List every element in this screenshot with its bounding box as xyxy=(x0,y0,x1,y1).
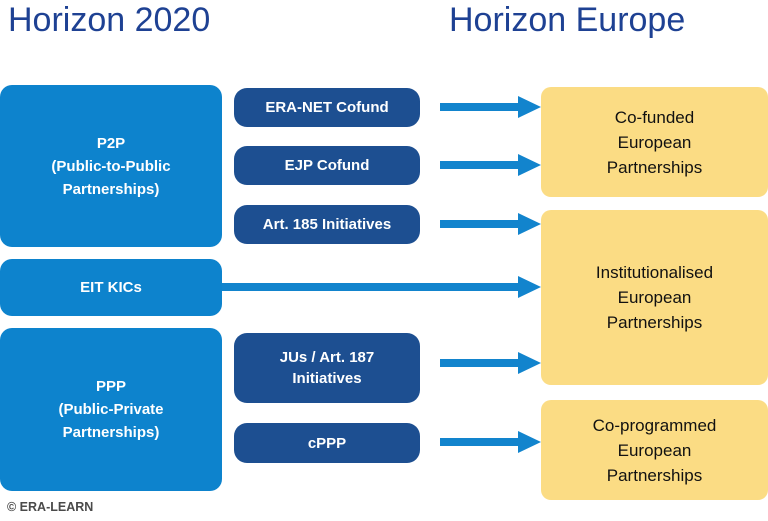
box-ejp-cofund-label: EJP Cofund xyxy=(284,157,370,174)
box-co-programmed-european-partnerships-label: Co-programmed European Partnerships xyxy=(592,415,717,485)
heading-horizon-europe: Horizon Europe xyxy=(449,1,686,39)
box-jus-art-187-initiatives-label: JUs / Art. 187 Initiatives xyxy=(279,349,375,387)
arrow-art185-to-institutionalised xyxy=(440,213,541,235)
box-eit-kics-label: EIT KICs xyxy=(80,279,142,296)
box-eit-kics[interactable]: EIT KICs xyxy=(0,259,222,316)
arrow-cppp-to-co-programmed xyxy=(440,431,541,453)
box-art-185-initiatives[interactable]: Art. 185 Initiatives xyxy=(234,205,420,244)
box-ppp[interactable]: PPP (Public-Private Partnerships) xyxy=(0,328,222,491)
box-ejp-cofund[interactable]: EJP Cofund xyxy=(234,146,420,185)
arrow-era-net-to-co-funded xyxy=(440,96,541,118)
arrow-eit-kics-to-institutionalised xyxy=(222,276,541,298)
copyright-notice: © ERA-LEARN xyxy=(7,500,94,514)
box-co-programmed-european-partnerships[interactable]: Co-programmed European Partnerships xyxy=(541,400,768,500)
box-p2p-label: P2P (Public-to-Public Partnerships) xyxy=(51,134,171,198)
box-jus-art-187-initiatives[interactable]: JUs / Art. 187 Initiatives xyxy=(234,333,420,403)
heading-horizon-2020: Horizon 2020 xyxy=(8,1,211,39)
box-art-185-initiatives-label: Art. 185 Initiatives xyxy=(262,216,392,233)
arrow-ejp-to-co-funded xyxy=(440,154,541,176)
box-institutionalised-european-partnerships-label: Institutionalised European Partnerships xyxy=(595,263,714,332)
box-co-funded-european-partnerships-label: Co-funded European Partnerships xyxy=(606,107,703,177)
box-p2p[interactable]: P2P (Public-to-Public Partnerships) xyxy=(0,85,222,247)
box-institutionalised-european-partnerships[interactable]: Institutionalised European Partnerships xyxy=(541,210,768,385)
box-cppp-label: cPPP xyxy=(307,434,347,452)
box-era-net-cofund-label: ERA-NET Cofund xyxy=(265,99,389,116)
box-co-funded-european-partnerships[interactable]: Co-funded European Partnerships xyxy=(541,87,768,197)
box-era-net-cofund[interactable]: ERA-NET Cofund xyxy=(234,88,420,127)
box-ppp-label: PPP (Public-Private Partnerships) xyxy=(58,378,164,441)
box-cppp[interactable]: cPPP xyxy=(234,423,420,463)
arrow-jus-to-institutionalised xyxy=(440,352,541,374)
